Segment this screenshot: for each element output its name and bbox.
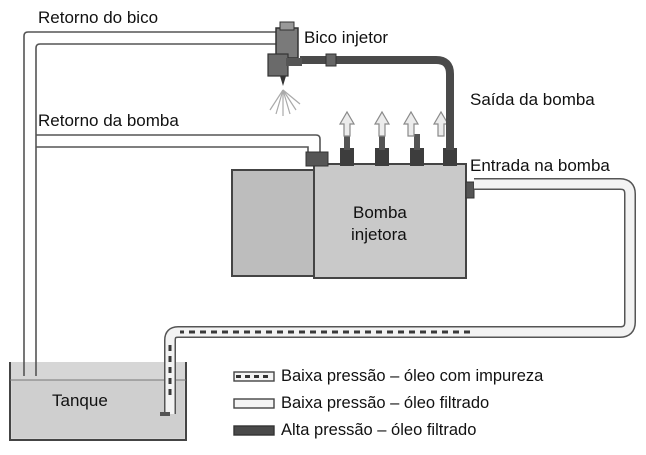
label-entrada-bomba: Entrada na bomba xyxy=(470,156,610,175)
injector-nozzle xyxy=(267,21,302,86)
label-tanque: Tanque xyxy=(52,391,108,410)
spray-lines xyxy=(269,89,301,116)
label-retorno-bico: Retorno do bico xyxy=(38,8,159,27)
pipe-saida-bomba xyxy=(300,56,454,150)
pump-body xyxy=(313,163,467,279)
label-bomba: Bomba xyxy=(353,203,407,222)
legend-item-clean: Baixa pressão – óleo filtrado xyxy=(281,394,490,412)
flow-arrows xyxy=(338,110,450,137)
pump-side-block xyxy=(231,169,317,277)
label-bico-injetor: Bico injetor xyxy=(304,28,389,47)
pipe-retorno-bomba xyxy=(36,134,321,152)
legend-item-high: Alta pressão – óleo filtrado xyxy=(281,421,477,439)
pump-outlets xyxy=(340,134,457,166)
label-saida-bomba: Saída da bomba xyxy=(470,90,595,109)
tank xyxy=(9,362,187,441)
legend-item-dashed: Baixa pressão – óleo com impureza xyxy=(281,367,544,385)
label-retorno-bomba: Retorno da bomba xyxy=(38,111,179,130)
pipe-entrada-bomba xyxy=(160,178,636,416)
legend-swatches xyxy=(233,371,275,436)
pipe-retorno-bico xyxy=(23,31,280,376)
label-injetora: injetora xyxy=(351,225,407,244)
